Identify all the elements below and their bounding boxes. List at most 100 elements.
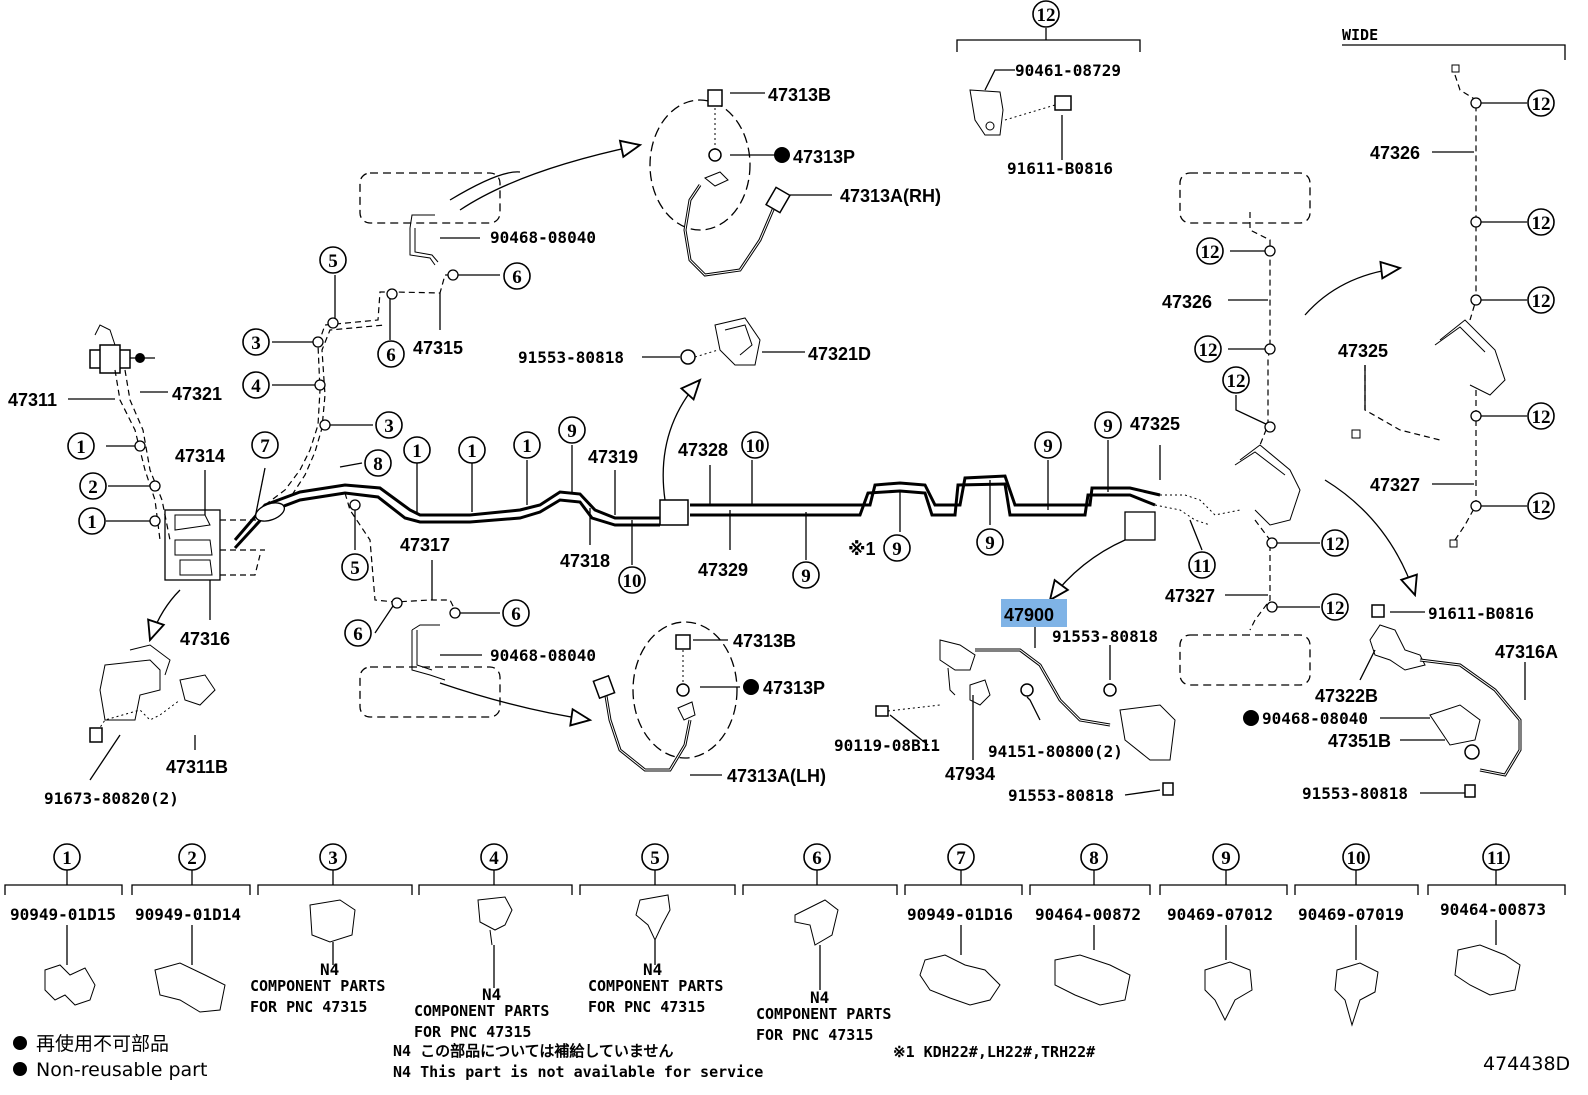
svg-text:2: 2: [88, 477, 98, 498]
callout-5: 5: [341, 553, 369, 581]
lh-flexible-hose: [592, 621, 738, 772]
legend-n4-jp: N4 この部品については補給していません: [393, 1042, 673, 1060]
label-47315[interactable]: 47315: [413, 338, 463, 358]
svg-text:6: 6: [812, 848, 822, 869]
label-90468-r[interactable]: 90468-08040: [1262, 709, 1368, 728]
svg-text:N4: N4: [482, 985, 501, 1004]
callout-3: 3: [375, 411, 403, 439]
svg-text:12: 12: [1227, 371, 1246, 392]
nonreusable-dot: [743, 679, 759, 695]
label-90468-b[interactable]: 90468-08040: [490, 646, 596, 665]
callout-1: 1: [403, 436, 431, 464]
label-91673[interactable]: 91673-80820(2): [44, 789, 179, 808]
svg-text:3: 3: [328, 848, 338, 869]
label-90468-a[interactable]: 90468-08040: [490, 228, 596, 247]
callout-9: 9: [976, 528, 1004, 556]
callout-12: 12: [1222, 366, 1250, 394]
label-47319[interactable]: 47319: [588, 447, 638, 467]
label-47326-wide[interactable]: 47326: [1370, 143, 1420, 163]
label-47327-mid[interactable]: 47327: [1165, 586, 1215, 606]
label-47321d[interactable]: 47321D: [808, 344, 871, 364]
label-91553-m2[interactable]: 91553-80818: [1008, 786, 1114, 805]
clamp-90461: [969, 89, 1072, 136]
label-90119[interactable]: 90119-08B11: [834, 736, 940, 755]
svg-text:9: 9: [1221, 848, 1231, 869]
highlight-47900: [1001, 599, 1067, 627]
label-47326-mid[interactable]: 47326: [1162, 292, 1212, 312]
label-91553-top[interactable]: 91553-80818: [518, 348, 624, 367]
label-47317[interactable]: 47317: [400, 535, 450, 555]
proportioning-bracket: [89, 589, 216, 743]
svg-text:10: 10: [1347, 848, 1366, 869]
svg-text:90949-01D14: 90949-01D14: [135, 905, 241, 924]
label-47313a-rh[interactable]: 47313A(RH): [840, 186, 941, 206]
label-47329[interactable]: 47329: [698, 560, 748, 580]
svg-text:3: 3: [251, 333, 261, 354]
label-91611-top[interactable]: 91611-B0816: [1007, 159, 1113, 178]
svg-text:8: 8: [373, 454, 383, 475]
callout-2: 2: [79, 472, 107, 500]
svg-text:2: 2: [187, 848, 197, 869]
label-47313p-top[interactable]: 47313P: [793, 147, 855, 167]
label-90461[interactable]: 90461-08729: [1015, 61, 1121, 80]
label-47316a[interactable]: 47316A: [1495, 642, 1558, 662]
label-47321[interactable]: 47321: [172, 384, 222, 404]
label-47934[interactable]: 47934: [945, 764, 995, 784]
part-labels: 47311 47321 47314 47316 47311B 91673-808…: [8, 26, 1558, 808]
label-47311b[interactable]: 47311B: [166, 757, 228, 777]
callout-1: 1: [513, 431, 541, 459]
label-94151[interactable]: 94151-80800(2): [988, 742, 1123, 761]
label-47322b[interactable]: 47322B: [1315, 686, 1378, 706]
svg-text:FOR PNC 47315: FOR PNC 47315: [414, 1023, 531, 1041]
label-47316[interactable]: 47316: [180, 629, 230, 649]
svg-text:COMPONENT PARTS: COMPONENT PARTS: [756, 1005, 891, 1023]
diagram-id: 474438D: [1483, 1053, 1570, 1075]
label-47313p-bot[interactable]: 47313P: [763, 678, 825, 698]
label-91553-r[interactable]: 91553-80818: [1302, 784, 1408, 803]
svg-text:90949-01D15: 90949-01D15: [10, 905, 116, 924]
label-47313b-top[interactable]: 47313B: [768, 85, 831, 105]
callout-1: 1: [78, 507, 106, 535]
svg-text:12: 12: [1201, 242, 1220, 263]
label-47325-main[interactable]: 47325: [1130, 414, 1180, 434]
svg-text:12: 12: [1532, 213, 1551, 234]
callout-9: 9: [1094, 411, 1122, 439]
callout-1: 1: [67, 432, 95, 460]
svg-text:8: 8: [1089, 848, 1099, 869]
callout-3: 3: [242, 328, 270, 356]
label-47314[interactable]: 47314: [175, 446, 225, 466]
label-91611-r[interactable]: 91611-B0816: [1428, 604, 1534, 623]
svg-text:1: 1: [467, 441, 477, 462]
label-47311[interactable]: 47311: [8, 390, 57, 410]
label-47900[interactable]: 47900: [1004, 605, 1054, 625]
note-x1: ※1: [848, 539, 876, 559]
svg-text:COMPONENT PARTS: COMPONENT PARTS: [588, 977, 723, 995]
clamp-point-markers: [134, 97, 1482, 619]
svg-text:1: 1: [412, 441, 422, 462]
label-47318[interactable]: 47318: [560, 551, 610, 571]
svg-text:10: 10: [623, 571, 642, 592]
svg-text:7: 7: [260, 436, 270, 457]
svg-text:N4: N4: [810, 988, 829, 1007]
callout-6: 6: [344, 619, 372, 647]
label-91553-m1[interactable]: 91553-80818: [1052, 627, 1158, 646]
label-47313b-bot[interactable]: 47313B: [733, 631, 796, 651]
svg-text:9: 9: [567, 421, 577, 442]
rh-flexible-hose: [649, 89, 791, 277]
label-47351b[interactable]: 47351B: [1328, 731, 1391, 751]
label-47325-wide[interactable]: 47325: [1338, 341, 1388, 361]
callout-6: 6: [502, 599, 530, 627]
label-47327-wide[interactable]: 47327: [1370, 475, 1420, 495]
svg-text:12: 12: [1532, 94, 1551, 115]
svg-text:FOR PNC 47315: FOR PNC 47315: [756, 1026, 873, 1044]
svg-text:1: 1: [87, 512, 97, 533]
label-47313a-lh[interactable]: 47313A(LH): [727, 766, 826, 786]
label-47328[interactable]: 47328: [678, 440, 728, 460]
svg-text:N4: N4: [320, 960, 339, 979]
